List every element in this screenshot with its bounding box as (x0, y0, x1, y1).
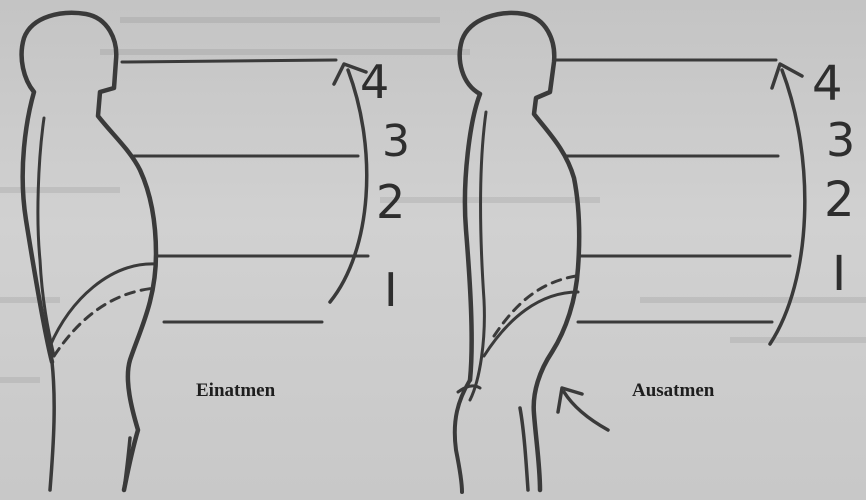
level-2-exhale: 2 (824, 172, 855, 228)
level-1-inhale: I (384, 263, 398, 317)
caption-inhale: Einatmen (196, 380, 275, 402)
level-3-exhale: 3 (826, 113, 855, 167)
lower-back-inhale (50, 362, 54, 490)
panel-exhale (455, 13, 805, 492)
leg-line-exhale (520, 408, 528, 490)
level-2-inhale: 2 (376, 175, 405, 229)
level-line-4-inhale (122, 60, 336, 62)
abdomen-arrow-exhale (564, 392, 608, 430)
body-outline-inhale (22, 13, 156, 490)
buttock-tick-exhale (458, 386, 480, 392)
body-outline-exhale (460, 13, 579, 490)
level-4-exhale: 4 (812, 56, 843, 112)
level-4-inhale: 4 (360, 55, 389, 109)
panel-inhale (22, 13, 368, 490)
diaphragm-dashed-inhale (54, 288, 156, 356)
level-3-inhale: 3 (382, 116, 410, 167)
spine-line-inhale (38, 118, 54, 356)
background-texture (0, 20, 866, 380)
caption-exhale: Ausatmen (632, 380, 714, 402)
lower-back-exhale (455, 380, 470, 492)
level-1-exhale: I (832, 246, 846, 302)
level-numbers-exhale: 4 3 2 I (812, 56, 855, 302)
